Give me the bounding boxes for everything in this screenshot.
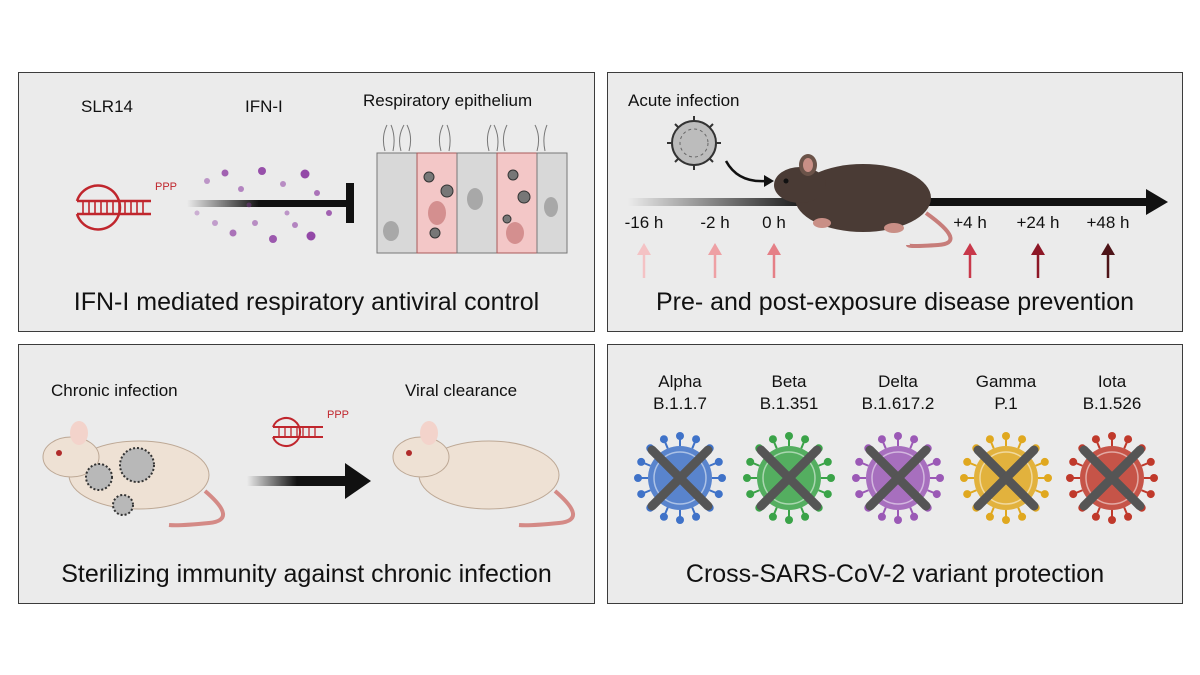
cross-mark-icon	[647, 445, 713, 511]
variant-virus-icon	[960, 432, 1052, 524]
cross-mark-icon	[756, 445, 822, 511]
dose-arrow	[1031, 243, 1045, 278]
timepoint-label: -16 h	[624, 213, 664, 232]
acute-infection-label: Acute infection	[628, 91, 740, 110]
variant-virus-icon	[852, 432, 944, 524]
panel2-caption: Pre- and post-exposure disease preventio…	[655, 288, 1135, 316]
panel2-illustration	[628, 116, 1168, 278]
dose-arrow	[637, 243, 651, 278]
timepoint-label: -2 h	[700, 213, 730, 232]
respiratory-epithelium-cells	[376, 124, 568, 254]
treatment-arrow	[247, 463, 371, 499]
timepoint-label: 0 h	[762, 213, 786, 232]
dose-arrow	[1101, 243, 1115, 278]
cross-mark-icon	[1079, 445, 1145, 511]
ppp-label: PPP	[155, 181, 178, 193]
dose-arrow	[708, 243, 722, 278]
infected-mouse-icon	[42, 421, 225, 528]
panel1-illustration	[75, 124, 568, 254]
variant-virus-icon	[634, 432, 726, 524]
slr14-label: SLR14	[81, 97, 133, 116]
ifn-label: IFN-I	[245, 97, 283, 116]
panel3-illustration	[42, 417, 575, 528]
slr14-hairpin-icon	[75, 184, 151, 231]
epithelium-label: Respiratory epithelium	[363, 91, 533, 110]
timepoint-label: +4 h	[953, 213, 987, 232]
inhibition-bar	[187, 183, 354, 223]
dose-arrow	[767, 243, 781, 278]
dose-arrows	[637, 243, 1115, 278]
dose-arrow	[963, 243, 977, 278]
virus-icon	[667, 116, 721, 170]
ifn-molecules	[194, 167, 332, 243]
infection-arrow	[724, 160, 767, 183]
healthy-mouse-icon	[392, 421, 575, 528]
ppp-label: PPP	[327, 409, 350, 421]
cross-mark-icon	[865, 445, 931, 511]
panel3-caption: Sterilizing immunity against chronic inf…	[61, 560, 552, 588]
chronic-infection-label: Chronic infection	[51, 381, 178, 400]
cross-mark-icon	[973, 445, 1039, 511]
slr14-hairpin-icon	[272, 417, 323, 447]
panel4-caption: Cross-SARS-CoV-2 variant protection	[685, 560, 1105, 588]
panel1-caption: IFN-I mediated respiratory antiviral con…	[73, 288, 540, 316]
panel-sterilizing-immunity: Chronic infection Viral clearance PPP St…	[18, 344, 595, 604]
mouse-icon	[774, 154, 953, 248]
panel-disease-prevention: Acute infection -16 h -2 h 0 h +4 h +24 …	[607, 72, 1183, 332]
variant-virus-icon	[1066, 432, 1158, 524]
panel4-illustration	[634, 432, 1158, 524]
timepoint-label: +48 h	[1086, 213, 1130, 232]
variant-virus-icon	[743, 432, 835, 524]
viral-clearance-label: Viral clearance	[405, 381, 518, 400]
variant-icons	[634, 432, 1158, 524]
timepoint-label: +24 h	[1016, 213, 1060, 232]
panel-ifn-antiviral-control: SLR14 PPP IFN-I Respiratory epithelium I…	[18, 72, 595, 332]
